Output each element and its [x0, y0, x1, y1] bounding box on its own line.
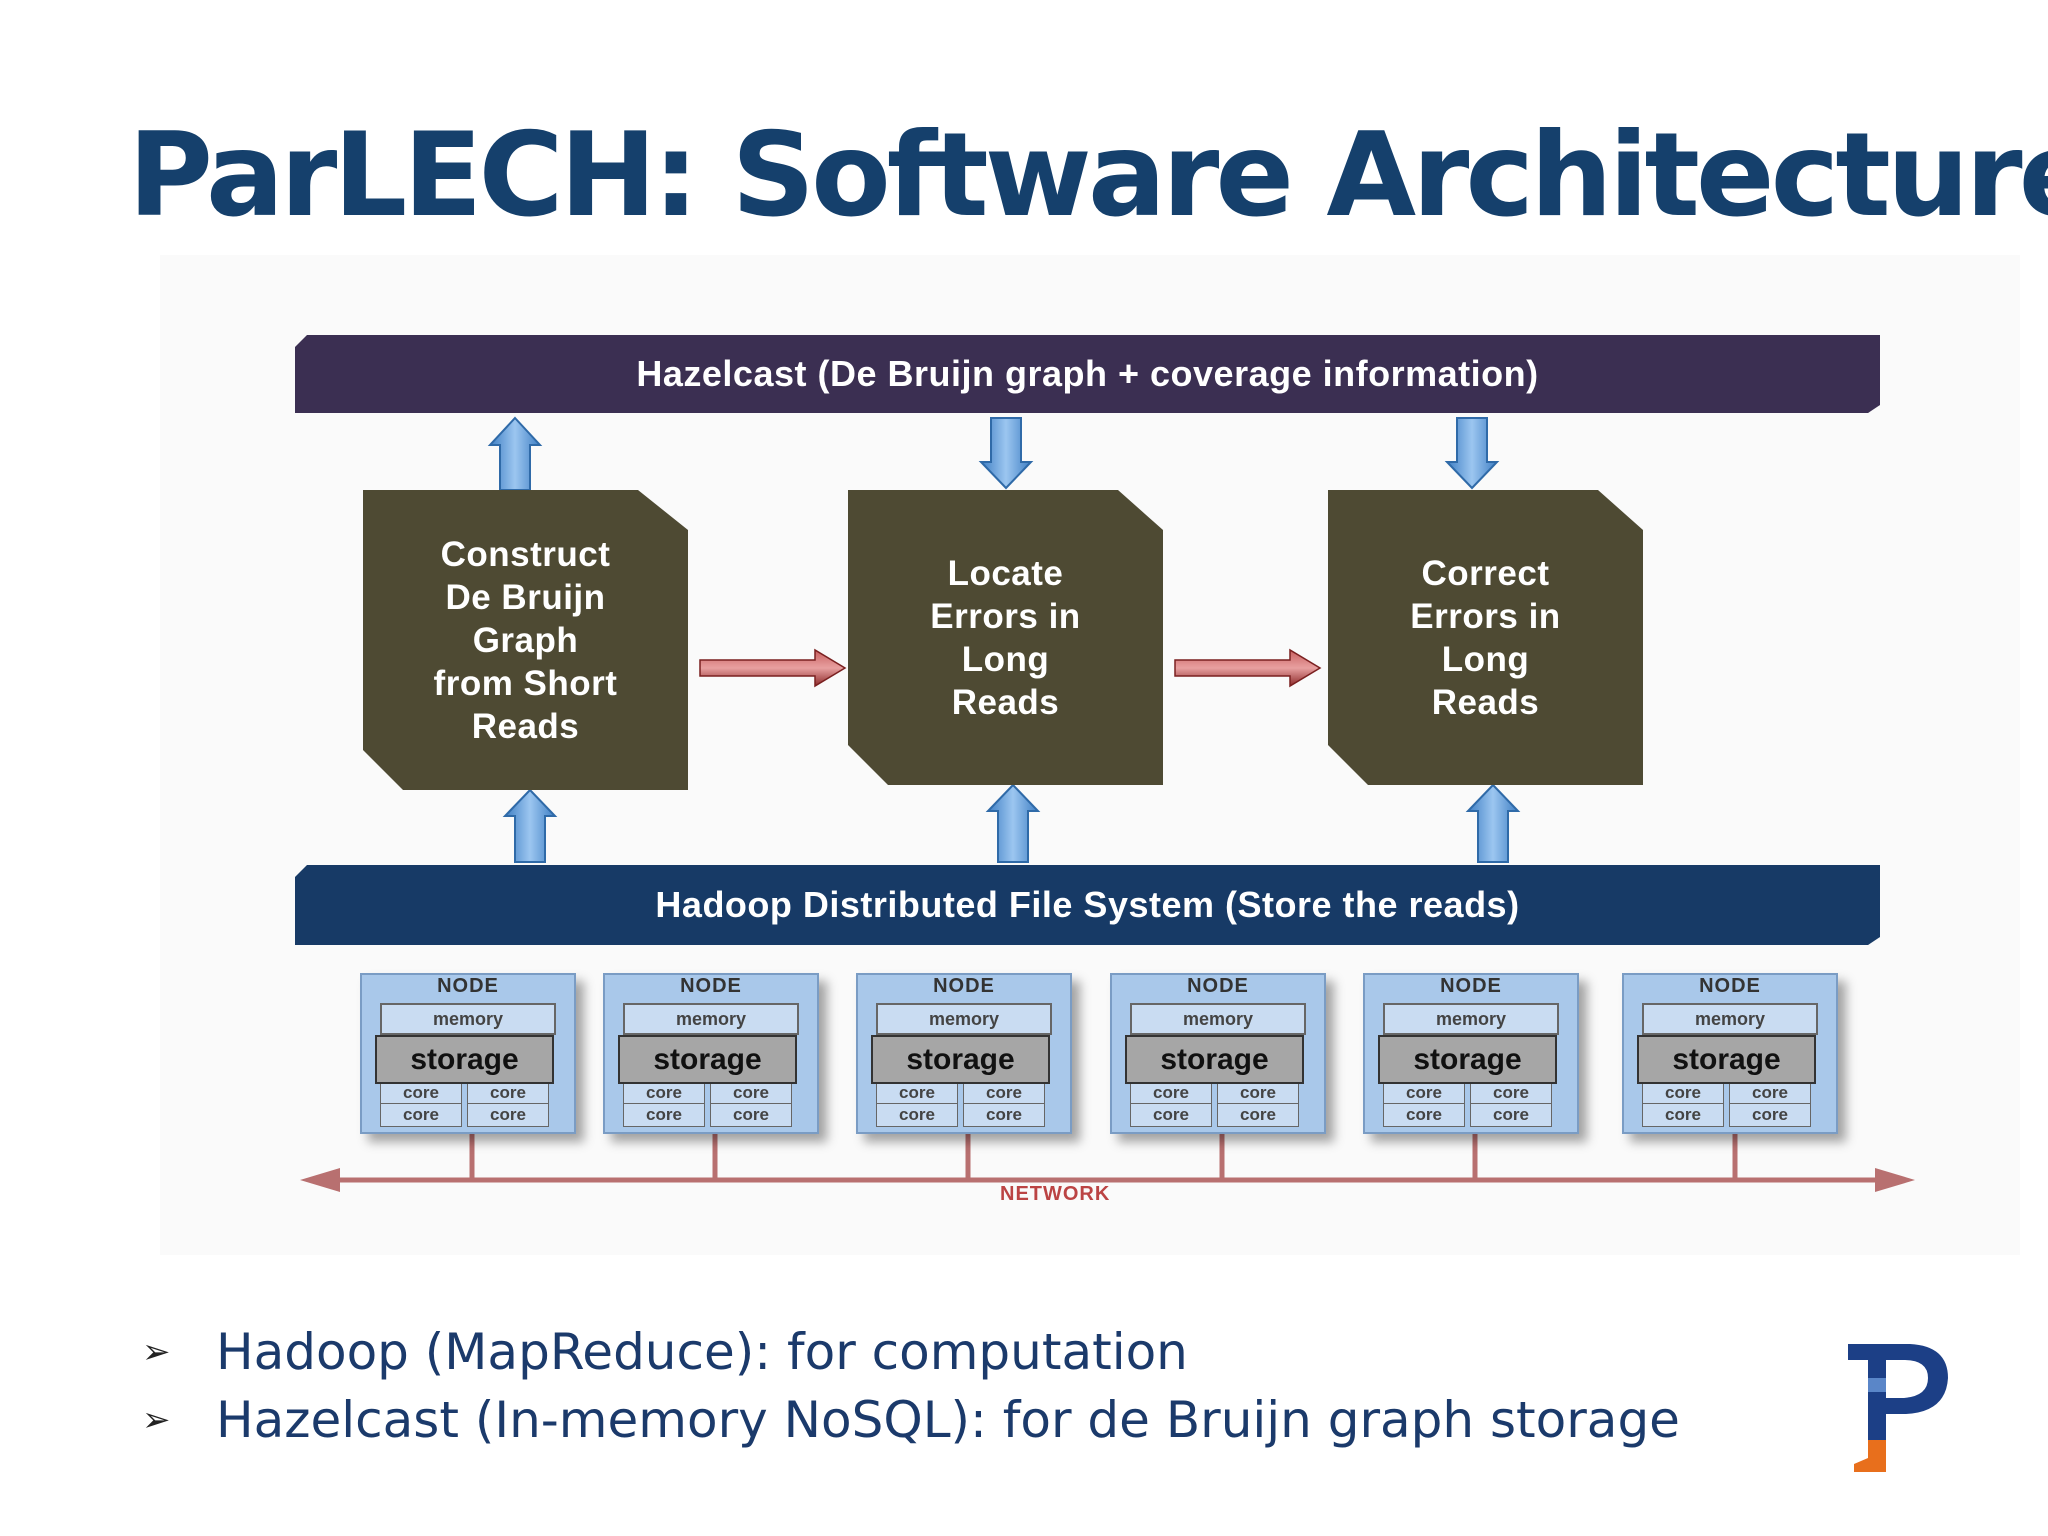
step-line: from Short [433, 663, 618, 703]
step-line: De Bruijn [445, 577, 606, 617]
step-line: Reads [951, 682, 1060, 722]
node-memory: memory [623, 1003, 799, 1035]
node-memory: memory [1642, 1003, 1818, 1035]
step-line: Reads [471, 706, 580, 746]
step-line: Locate [947, 553, 1064, 593]
node-core: core [1383, 1081, 1465, 1105]
node-core: core [1470, 1103, 1552, 1127]
node-memory: memory [1130, 1003, 1306, 1035]
network-label: NETWORK [1000, 1183, 1111, 1205]
node-memory: memory [1383, 1003, 1559, 1035]
node-core: core [1383, 1103, 1465, 1127]
hazelcast-bar: Hazelcast (De Bruijn graph + coverage in… [295, 335, 1880, 413]
step-line: Errors in [930, 596, 1081, 636]
step-line: Reads [1431, 682, 1540, 722]
node-core: core [710, 1103, 792, 1127]
up-arrow-hadoop-to-step3 [1465, 783, 1521, 863]
node-label: NODE [437, 975, 499, 997]
node-storage: storage [375, 1035, 554, 1084]
node-core: core [963, 1103, 1045, 1127]
slide-title: ParLECH: Software Architecture [128, 108, 2048, 243]
node-core: core [467, 1081, 549, 1105]
bullet-item: ➢ Hazelcast (In-memory NoSQL): for de Br… [142, 1386, 1680, 1454]
node-core: core [1729, 1103, 1811, 1127]
node-core: core [876, 1103, 958, 1127]
node-core: core [467, 1103, 549, 1127]
node-storage: storage [871, 1035, 1050, 1084]
bullet-marker: ➢ [142, 1332, 171, 1372]
bullet-marker: ➢ [142, 1400, 171, 1440]
node-core: core [1642, 1081, 1724, 1105]
node-label: NODE [1440, 975, 1502, 997]
network-line [300, 1132, 1915, 1192]
up-arrow-step1-to-hazelcast [487, 416, 543, 491]
flow-arrow-step1-to-step2 [699, 648, 847, 688]
flow-arrow-step2-to-step3 [1174, 648, 1322, 688]
node-label: NODE [1187, 975, 1249, 997]
step-line: Construct [440, 534, 611, 574]
node-storage: storage [1125, 1035, 1304, 1084]
node-core: core [1130, 1103, 1212, 1127]
bullet-item: ➢ Hadoop (MapReduce): for computation [142, 1318, 1680, 1386]
node-core: core [1217, 1103, 1299, 1127]
step-line: Graph [472, 620, 579, 660]
node-core: core [380, 1103, 462, 1127]
bullet-text: Hazelcast (In-memory NoSQL): for de Brui… [216, 1391, 1680, 1449]
step-line: Errors in [1410, 596, 1561, 636]
down-arrow-hazelcast-to-step3 [1444, 417, 1500, 490]
step-line: Correct [1421, 553, 1550, 593]
node-core: core [1130, 1081, 1212, 1105]
node-label: NODE [680, 975, 742, 997]
node-core: core [1729, 1081, 1811, 1105]
node-core: core [1470, 1081, 1552, 1105]
hadoop-bar: Hadoop Distributed File System (Store th… [295, 865, 1880, 945]
node-label: NODE [933, 975, 995, 997]
parlech-logo-icon [1848, 1344, 1948, 1472]
down-arrow-hazelcast-to-step2 [978, 417, 1034, 490]
up-arrow-hadoop-to-step1 [502, 788, 558, 863]
step-line: Long [1441, 639, 1530, 679]
node-memory: memory [380, 1003, 556, 1035]
node-storage: storage [1378, 1035, 1557, 1084]
node-core: core [963, 1081, 1045, 1105]
node-core: core [1217, 1081, 1299, 1105]
node-core: core [623, 1081, 705, 1105]
node-core: core [623, 1103, 705, 1127]
node-memory: memory [876, 1003, 1052, 1035]
node-storage: storage [618, 1035, 797, 1084]
step-line: Long [961, 639, 1050, 679]
node-storage: storage [1637, 1035, 1816, 1084]
bullet-text: Hadoop (MapReduce): for computation [216, 1323, 1188, 1381]
up-arrow-hadoop-to-step2 [985, 783, 1041, 863]
node-core: core [380, 1081, 462, 1105]
node-core: core [876, 1081, 958, 1105]
node-core: core [710, 1081, 792, 1105]
node-core: core [1642, 1103, 1724, 1127]
node-label: NODE [1699, 975, 1761, 997]
bullet-list: ➢ Hadoop (MapReduce): for computation ➢ … [142, 1318, 1680, 1454]
